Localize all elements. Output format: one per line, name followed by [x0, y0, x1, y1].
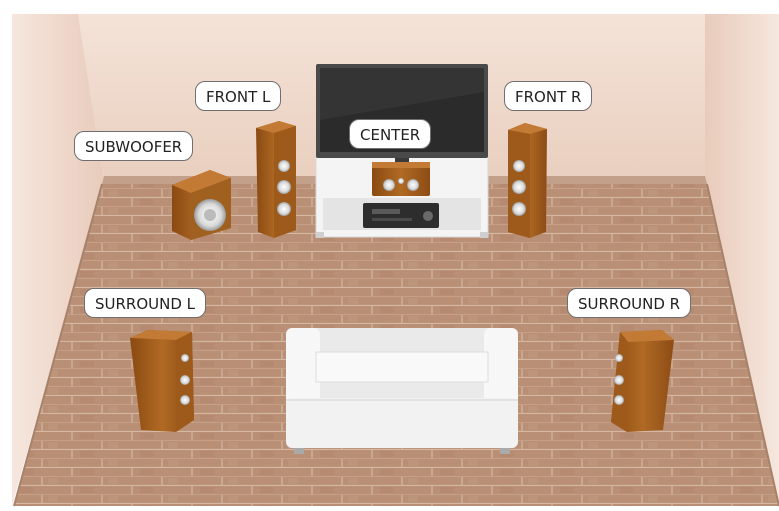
subwoofer-label: SUBWOOFER	[74, 131, 193, 161]
surround-left-label: SURROUND L	[84, 288, 206, 318]
center-speaker	[372, 162, 430, 196]
front-right-label: FRONT R	[504, 81, 592, 111]
front-left-speaker	[256, 121, 296, 238]
sofa-icon	[286, 328, 518, 454]
surround-right-speaker	[611, 330, 674, 432]
av-receiver-icon	[363, 203, 439, 228]
tv-icon	[316, 64, 488, 166]
center-label: CENTER	[349, 119, 431, 149]
surround-right-label: SURROUND R	[567, 288, 691, 318]
surround-left-speaker	[130, 330, 194, 432]
front-right-speaker	[508, 123, 547, 238]
front-left-label: FRONT L	[195, 81, 281, 111]
